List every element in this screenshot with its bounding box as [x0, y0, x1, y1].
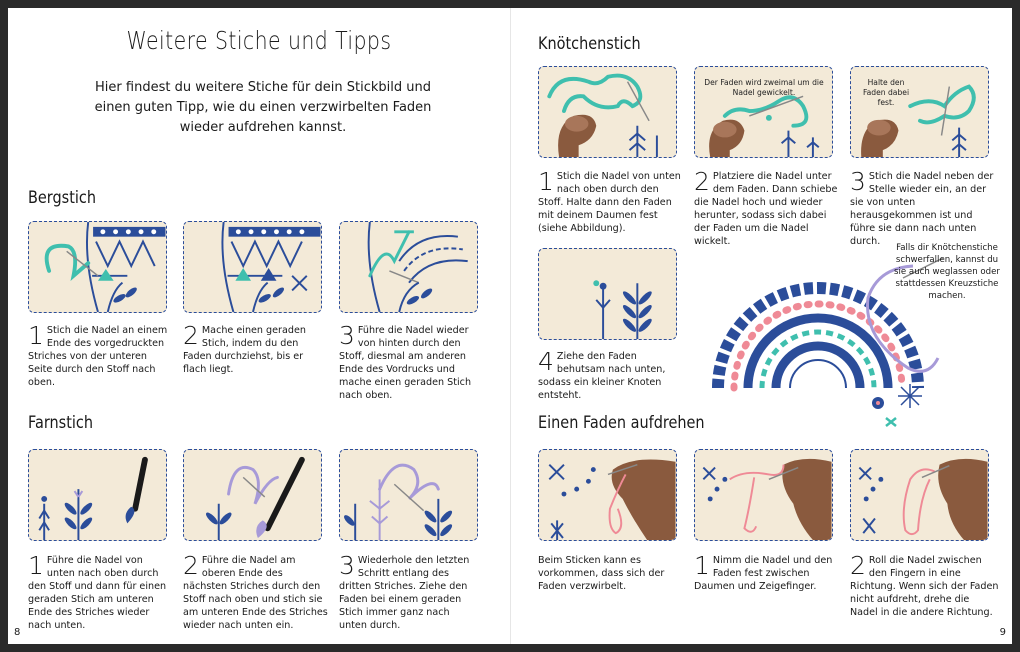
bergstich-illustration-1 — [44, 222, 166, 312]
knoetchen-illustration-2 — [709, 95, 820, 157]
step-text: Führe die Nadel von unten nach oben durc… — [28, 555, 167, 631]
farnstich-panel-1 — [28, 449, 167, 541]
farnstich-panel-3 — [339, 449, 478, 541]
page-number-left: 8 — [14, 627, 21, 638]
step-text: Roll die Nadel zwischen den Fingern in e… — [850, 555, 999, 618]
bergstich-panel-1 — [28, 221, 167, 313]
step-number: 4 — [538, 347, 554, 376]
knoetchen-panel-2 — [694, 66, 833, 158]
note-wrap-twice: Der Faden wird zweimal um die Nadel gewi… — [704, 78, 824, 97]
note-hold-thread: Halte den Faden dabei fest. — [862, 78, 910, 107]
step-text: Platziere die Nadel unter dem Faden. Dan… — [694, 171, 838, 247]
knoetchen-panel-1 — [538, 66, 677, 158]
intro-text: Hier findest du weitere Stiche für dein … — [94, 80, 432, 135]
step-number: 1 — [538, 167, 554, 196]
step-number: 3 — [339, 551, 355, 580]
step-number: 1 — [28, 551, 44, 580]
knoetchen-illustration-1 — [547, 73, 658, 157]
heading-knoetchenstich: Knötchenstich — [538, 34, 641, 54]
aufdrehen-illustration-2 — [702, 458, 832, 540]
step-number: 2 — [183, 321, 199, 350]
rainbow-illustration — [698, 257, 948, 428]
bergstich-panel-3 — [339, 221, 478, 313]
bergstich-illustration-3 — [367, 222, 468, 312]
step-number: 3 — [850, 167, 866, 196]
aufdrehen-panel-2 — [694, 449, 833, 541]
aufdrehen-intro: Beim Sticken kann es vorkommen, dass sic… — [538, 555, 665, 592]
book-spread: Weitere Stiche und Tipps Hier findest du… — [8, 8, 1012, 644]
farnstich-illustration-3 — [344, 463, 453, 540]
step-text: Wiederhole den letzten Schritt entlang d… — [339, 555, 470, 631]
step-text: Mache einen geraden Stich, indem du den … — [183, 325, 306, 375]
aufdrehen-illustration-3 — [858, 458, 988, 540]
heading-bergstich: Bergstich — [28, 188, 96, 208]
bergstich-panel-2 — [183, 221, 322, 313]
knoetchen-panel-3 — [850, 66, 989, 158]
step-text: Nimm die Nadel und den Faden fest zwisch… — [694, 555, 833, 592]
step-text: Führe die Nadel am oberen Ende des nächs… — [183, 555, 328, 631]
step-number: 1 — [28, 321, 44, 350]
knoetchen-illustration-3 — [861, 84, 976, 157]
page-title: Weitere Stiche und Tipps — [126, 26, 392, 55]
step-text: Ziehe den Faden behutsam nach unten, sod… — [538, 351, 666, 401]
aufdrehen-illustration-1 — [548, 459, 676, 540]
step-number: 2 — [850, 551, 866, 580]
step-text: Stich die Nadel von unten nach oben durc… — [538, 171, 681, 234]
step-number: 2 — [694, 167, 710, 196]
step-number: 3 — [339, 321, 355, 350]
step-text: Führe die Nadel wieder von hinten durch … — [339, 325, 472, 401]
heading-aufdrehen: Einen Faden aufdrehen — [538, 413, 705, 433]
step-text: Stich die Nadel neben der Stelle wieder … — [850, 171, 994, 247]
page-number-right: 9 — [999, 627, 1006, 638]
knoetchen-illustration-4 — [593, 280, 652, 339]
step-number: 1 — [694, 551, 710, 580]
page-gutter — [510, 8, 511, 644]
step-number: 2 — [183, 551, 199, 580]
aufdrehen-panel-3 — [850, 449, 989, 541]
step-text: Stich die Nadel an einem Ende des vorged… — [28, 325, 168, 388]
bergstich-illustration-2 — [221, 222, 321, 312]
heading-farnstich: Farnstich — [28, 413, 93, 433]
farnstich-panel-2 — [183, 449, 322, 541]
farnstich-illustration-2 — [205, 456, 305, 540]
knoetchen-panel-4 — [538, 248, 677, 340]
aufdrehen-panel-1 — [538, 449, 677, 541]
farnstich-illustration-1 — [38, 456, 148, 540]
side-note-tip: Falls dir Knötchenstiche schwerfallen, k… — [894, 243, 1000, 301]
